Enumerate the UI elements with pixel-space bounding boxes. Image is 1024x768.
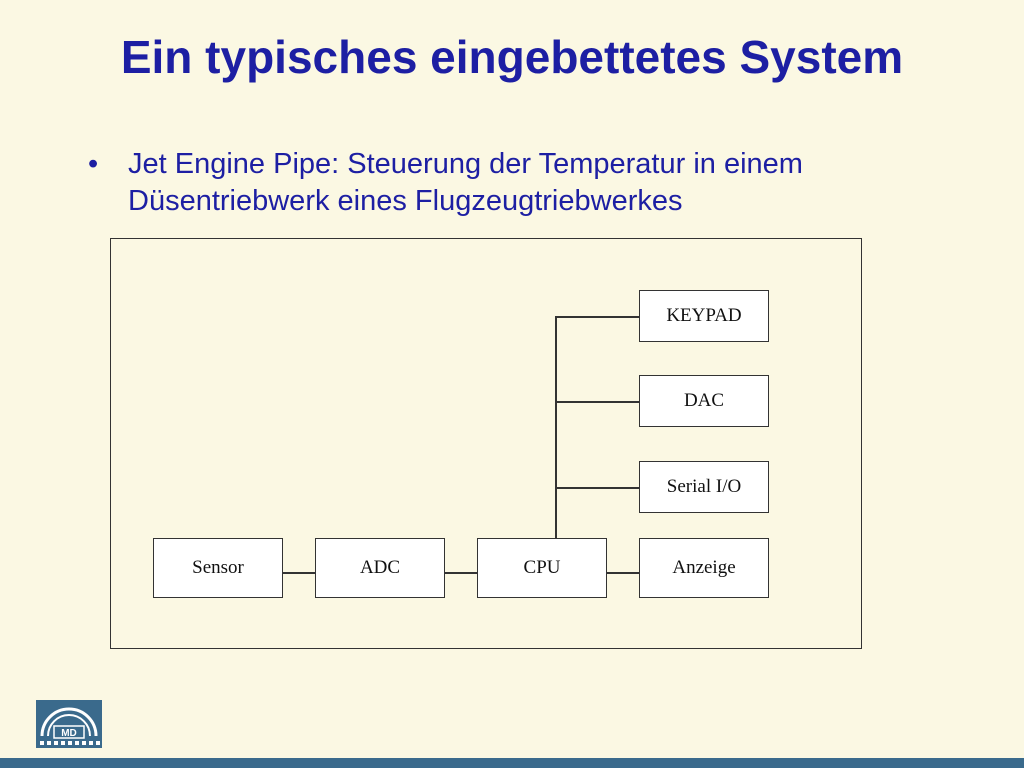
bullet-dot: • [88,148,99,180]
display-box: Anzeige [639,538,769,598]
serial-io-box: Serial I/O [639,461,769,513]
institute-logo: MD [36,700,102,748]
connector-cpu-bus-vertical [555,316,557,538]
sensor-box: Sensor [153,538,283,598]
bullet-text: Jet Engine Pipe: Steuerung der Temperatu… [128,148,803,217]
connector-bus-dac [555,401,640,403]
keypad-box: KEYPAD [639,290,769,342]
block-diagram: Sensor ADC CPU Anzeige KEYPAD DAC Serial… [110,238,862,649]
connector-bus-serial [555,487,640,489]
footer-bar [0,758,1024,768]
cpu-box: CPU [477,538,607,598]
connector-cpu-display [606,572,640,574]
slide-title: Ein typisches eingebettetes System [120,31,904,83]
connector-bus-keypad [555,316,640,318]
connector-adc-cpu [444,572,478,574]
svg-text:MD: MD [61,728,77,739]
adc-box: ADC [315,538,445,598]
connector-sensor-adc [283,572,316,574]
dac-box: DAC [639,375,769,427]
